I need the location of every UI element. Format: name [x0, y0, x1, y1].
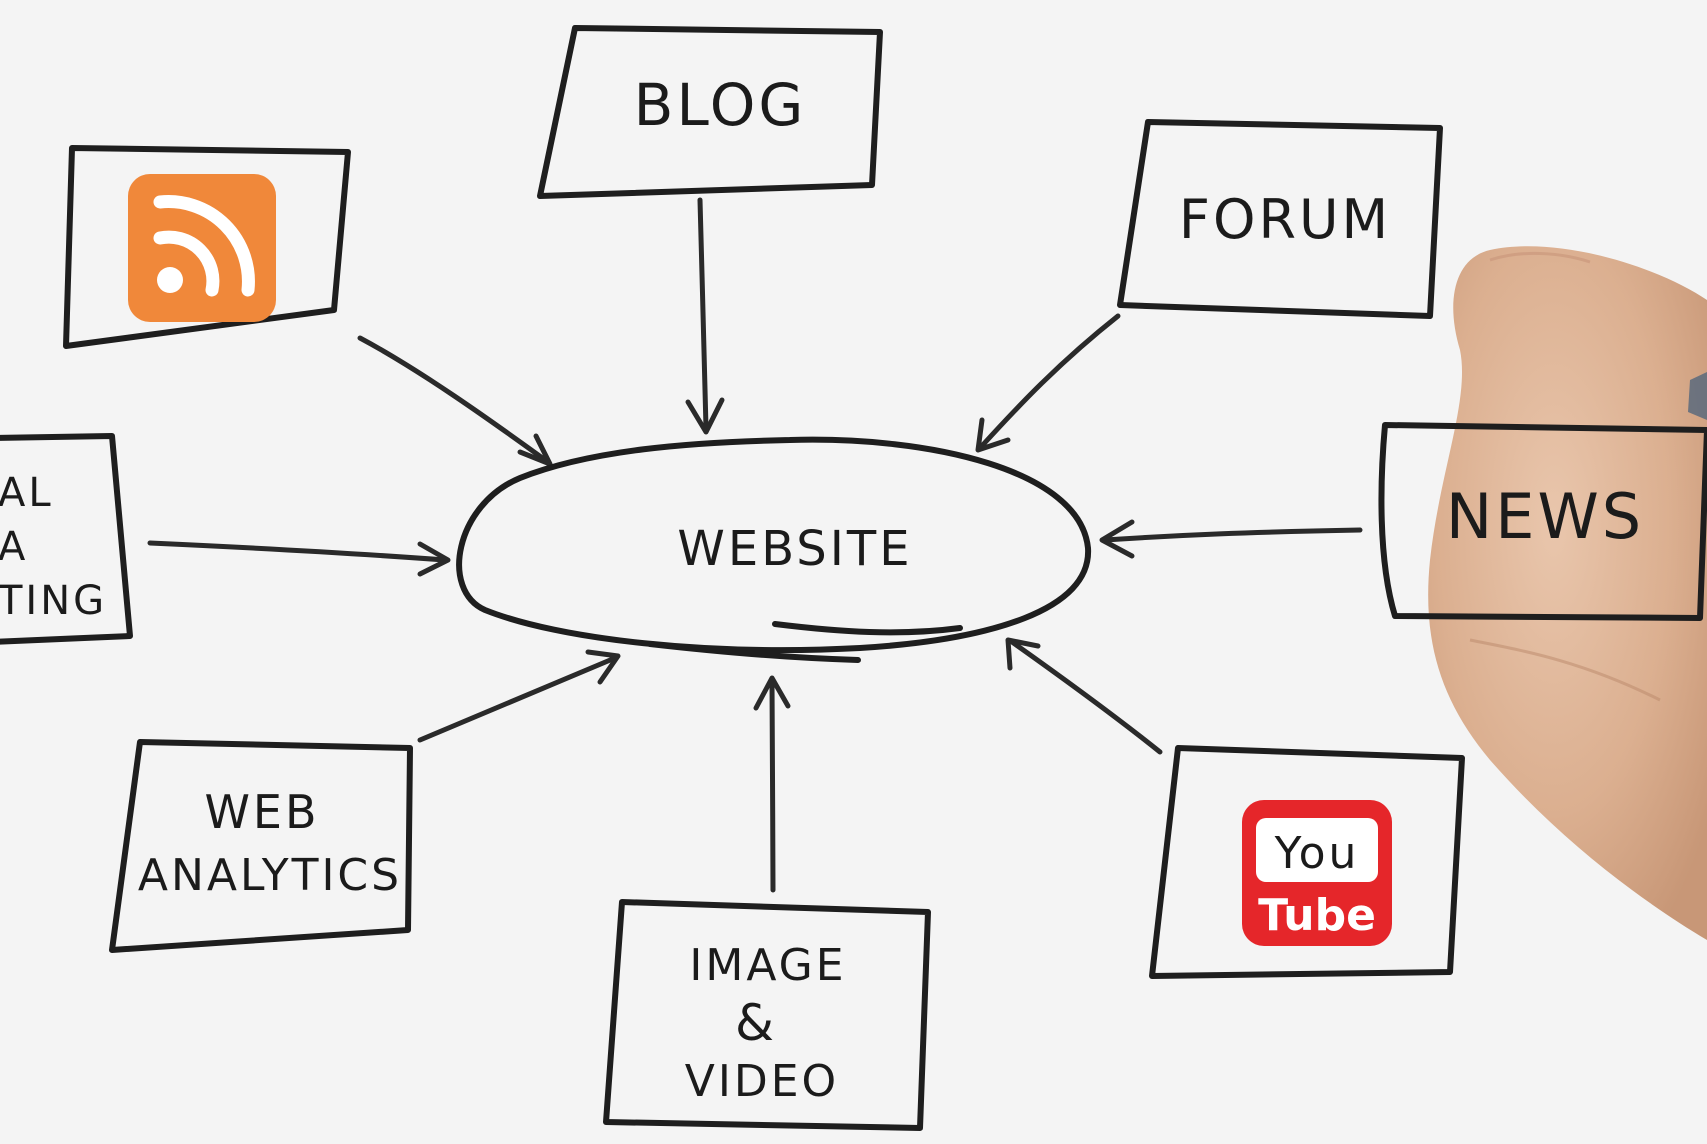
youtube-logo: You Tube [1242, 800, 1392, 946]
analytics-line-2: ANALYTICS [138, 850, 402, 901]
rss-feed-icon [128, 174, 276, 322]
youtube-you: You [1274, 828, 1360, 879]
blog-node: BLOG [537, 25, 883, 199]
website-node: WEBSITE [456, 436, 1092, 663]
forum-node: FORUM [1117, 119, 1443, 319]
arrow-analytics [417, 655, 618, 743]
social-line-3: TING [0, 578, 107, 624]
youtube-tube: Tube [1258, 890, 1376, 941]
image-video-node: IMAGE & VIDEO [603, 899, 931, 1131]
connector-arrows [147, 197, 1363, 893]
youtube-node: You Tube [1149, 745, 1465, 979]
arrow-forum [977, 313, 1121, 451]
arrow-blog [697, 197, 709, 431]
arrow-youtube [1009, 639, 1163, 755]
social-line-1: AL [0, 470, 54, 516]
social-line-2: A [0, 524, 28, 570]
blog-label: BLOG [634, 71, 807, 139]
news-label: NEWS [1446, 480, 1644, 553]
hand-image [1428, 246, 1707, 940]
image-video-line-2: & [735, 994, 777, 1052]
web-analytics-node: WEB ANALYTICS [109, 739, 413, 953]
image-video-line-3: VIDEO [685, 1056, 839, 1107]
image-video-line-1: IMAGE [689, 940, 846, 991]
arrow-social [147, 540, 448, 563]
news-node: NEWS [1378, 422, 1707, 621]
arrow-image-video [769, 679, 776, 893]
forum-label: FORUM [1179, 188, 1391, 251]
rss-node [63, 145, 351, 349]
arrow-rss [357, 335, 551, 465]
arrow-news [1102, 527, 1363, 543]
social-media-node: AL A TING [0, 433, 133, 645]
website-label: WEBSITE [677, 521, 912, 577]
analytics-line-1: WEB [204, 785, 319, 839]
